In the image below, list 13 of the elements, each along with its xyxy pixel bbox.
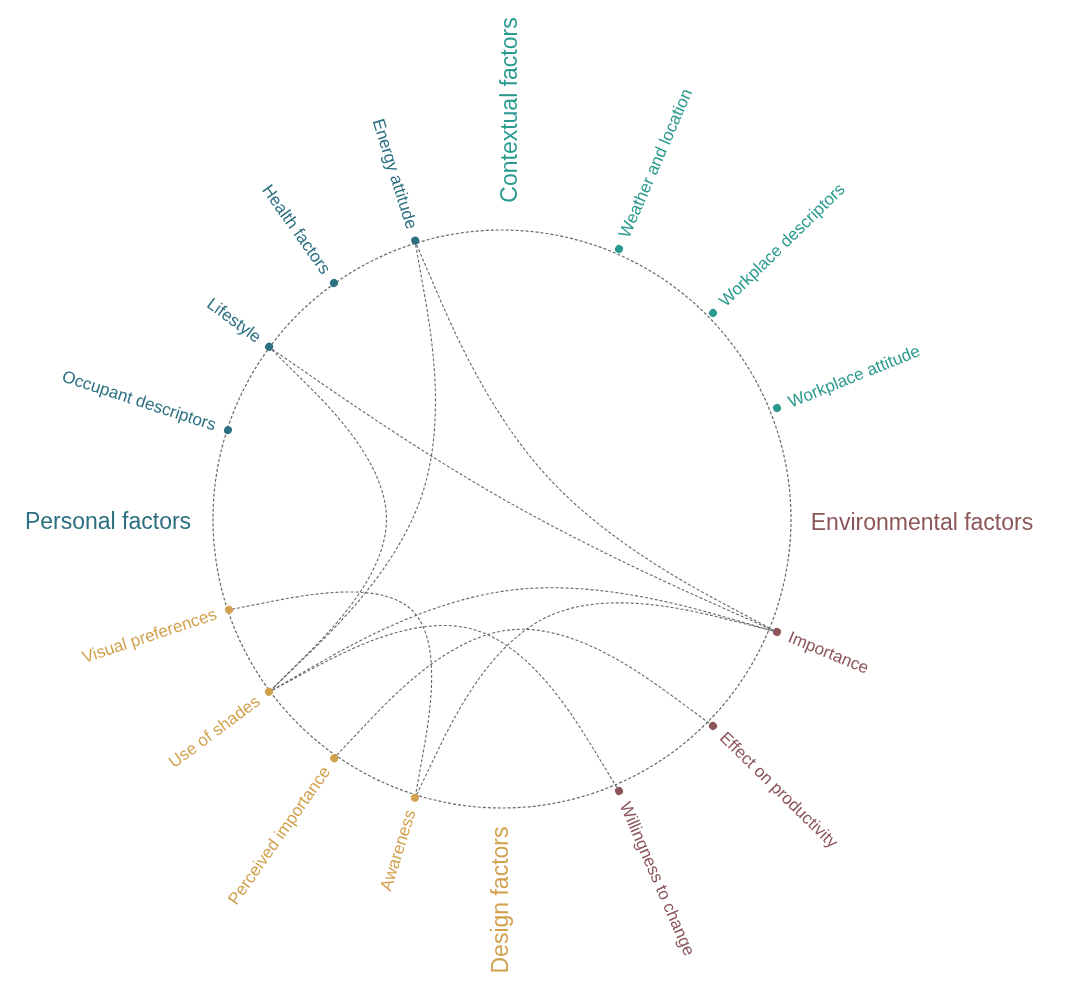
- connector-curve: [271, 348, 774, 631]
- connector-curve: [336, 628, 711, 756]
- connector-curve: [231, 591, 433, 795]
- group-label: Environmental factors: [810, 508, 1034, 536]
- connector-curve: [271, 624, 618, 789]
- group-label: Contextual factors: [495, 17, 523, 203]
- factor-label: Energy attitude: [367, 116, 421, 232]
- group-label: Design factors: [486, 826, 514, 974]
- group-label: Personal factors: [24, 507, 192, 535]
- connector-curve: [271, 244, 436, 690]
- connector-curve: [416, 602, 774, 795]
- connector-curve: [271, 349, 387, 690]
- connector-curve: [416, 244, 774, 631]
